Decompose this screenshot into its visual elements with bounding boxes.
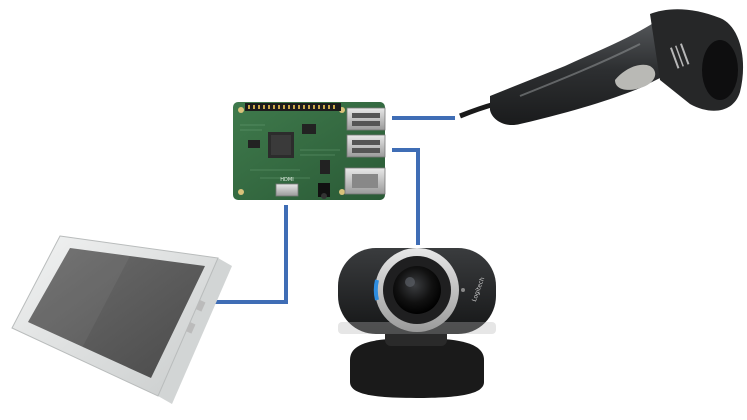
webcam-icon: Logitech <box>338 248 496 398</box>
connector-lines <box>215 116 455 304</box>
connector-pi-to-webcam <box>392 148 420 245</box>
display-panel-icon <box>11 235 232 404</box>
connector-pi-to-display <box>215 205 288 304</box>
barcode-scanner-icon <box>459 9 744 126</box>
raspberry-pi-board-icon: HDMI <box>233 102 386 200</box>
board-hdmi-label: HDMI <box>280 177 293 183</box>
